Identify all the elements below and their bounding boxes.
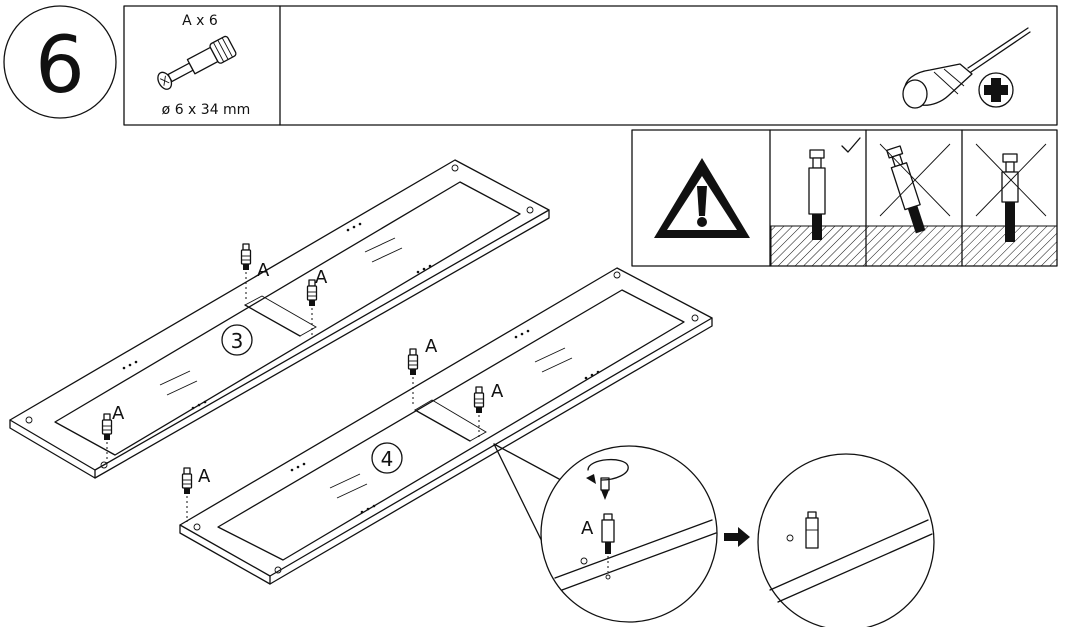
check-mark-icon (841, 137, 861, 153)
part-label-a: A (257, 260, 270, 281)
cam-bolt-callouts: A A A A A A (101, 243, 504, 522)
frame-panel-4: 4 (179, 267, 713, 585)
hole-dots (122, 222, 432, 410)
detail-zoom-installed (757, 453, 935, 627)
detail-zoom-install: A (493, 443, 718, 623)
part-label-a: A (198, 466, 211, 487)
arrow-right-icon (724, 527, 750, 547)
cam-bolt-a-2: A (306, 267, 328, 335)
part-label-a: A (112, 403, 125, 424)
step-badge: 6 (3, 5, 117, 119)
incorrect-tilted-example (865, 143, 963, 267)
board-number-3: 3 (231, 329, 244, 353)
rotate-clockwise-icon (586, 459, 629, 484)
part-label-a: A (315, 267, 328, 288)
warning-panel (631, 129, 1058, 267)
cam-bolt-a-1: A (240, 243, 270, 300)
frame-panel-3: 3 (9, 159, 550, 479)
phillips-screwdriver-icon (902, 27, 1031, 109)
parts-header-box: A x 6 ø 6 x 34 mm (123, 5, 1058, 126)
cam-bolt-icon (601, 513, 615, 554)
incorrect-depth-example (961, 143, 1058, 267)
part-label-a: A (581, 518, 594, 539)
screwdriver-tip-icon (600, 477, 610, 500)
warning-icon (654, 158, 750, 238)
part-quantity-label: A x 6 (182, 13, 218, 29)
detail-circle (757, 453, 935, 627)
step-circle (3, 5, 117, 119)
header-frame (123, 5, 1058, 126)
part-label-a: A (425, 336, 438, 357)
cam-bolt-a-5: A (473, 381, 504, 440)
board-number-4: 4 (381, 447, 394, 471)
correct-installation-example (770, 137, 867, 267)
cam-bolt-a-4: A (407, 336, 438, 406)
part-label-a: A (491, 381, 504, 402)
cam-bolt-a-6: A (181, 466, 211, 522)
hole-dots (290, 329, 600, 514)
detail-circle (540, 445, 718, 623)
board-number-badge (371, 442, 403, 474)
step-number: 6 (35, 21, 85, 111)
cam-bolt-icon (157, 35, 237, 90)
cam-bolt-icon (805, 511, 819, 549)
part-size-label: ø 6 x 34 mm (162, 102, 251, 118)
cam-bolt-a-3: A (101, 403, 125, 464)
board-number-badge (221, 324, 253, 356)
